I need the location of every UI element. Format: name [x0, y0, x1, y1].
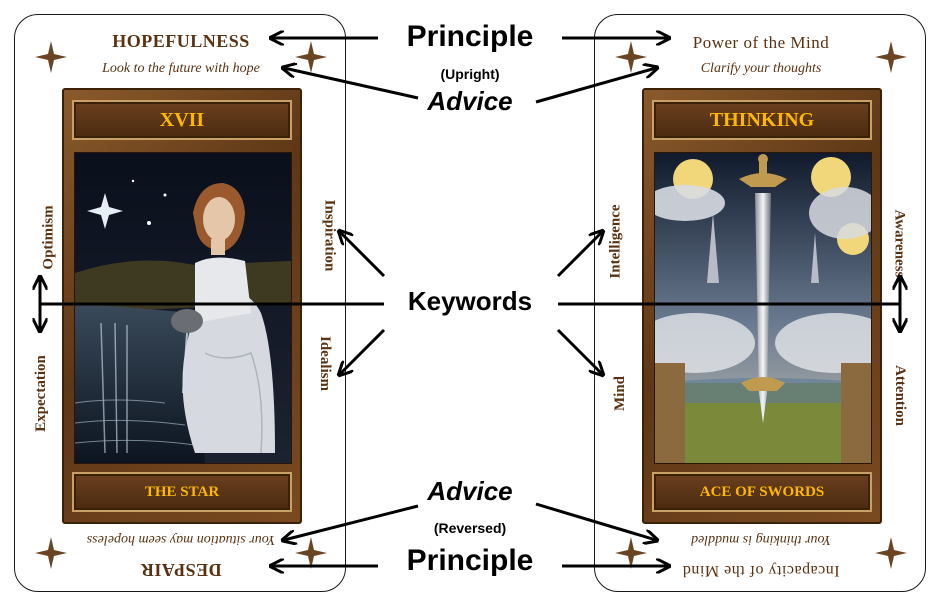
upright-advice: Clarify your thoughts	[700, 61, 822, 76]
upright-principle: HOPEFULNESS	[112, 31, 250, 51]
arrow-advice-top-left	[284, 68, 419, 100]
reversed-label: (Reversed)	[433, 520, 507, 536]
star-ornament-icon	[875, 537, 907, 569]
keywords-label: Keywords	[407, 286, 533, 316]
arrow-advice-bottom-left	[284, 504, 419, 540]
advice-label-bottom: Advice	[427, 476, 513, 506]
arrow-advice-bottom-right	[535, 502, 656, 540]
star-ornament-icon	[295, 537, 327, 569]
star-ornament-icon	[35, 41, 67, 73]
advice-label-top: Advice	[427, 86, 513, 116]
star-ornament-icon	[875, 41, 907, 73]
upright-principle: Power of the Mind	[692, 33, 830, 52]
card-number-plate: THINKING	[652, 100, 872, 140]
arrow-keyword-upper-left	[340, 232, 386, 278]
arrow-keyword-upper-right	[556, 232, 602, 278]
star-ornament-icon	[295, 41, 327, 73]
arrow-keyword-lower-right	[556, 328, 602, 374]
arrow-keyword-lower-left	[340, 328, 386, 374]
arrow-advice-top-right	[535, 68, 656, 104]
upright-label: (Upright)	[440, 66, 500, 82]
star-ornament-icon	[615, 537, 647, 569]
star-ornament-icon	[615, 41, 647, 73]
card-name-plate: ACE OF SWORDS	[652, 472, 872, 512]
tarot-card-the-star: HOPEFULNESS Look to the future with hope…	[14, 14, 346, 592]
card-name-plate: THE STAR	[72, 472, 292, 512]
card-illustration	[74, 152, 292, 464]
star-ornament-icon	[35, 537, 67, 569]
principle-label-bottom: Principle	[406, 544, 534, 577]
card-frame: XVII	[62, 88, 302, 524]
card-illustration	[654, 152, 872, 464]
card-frame: THINKING	[642, 88, 882, 524]
upright-advice: Look to the future with hope	[102, 61, 260, 76]
card-number-plate: XVII	[72, 100, 292, 140]
principle-label-top: Principle	[406, 20, 534, 53]
